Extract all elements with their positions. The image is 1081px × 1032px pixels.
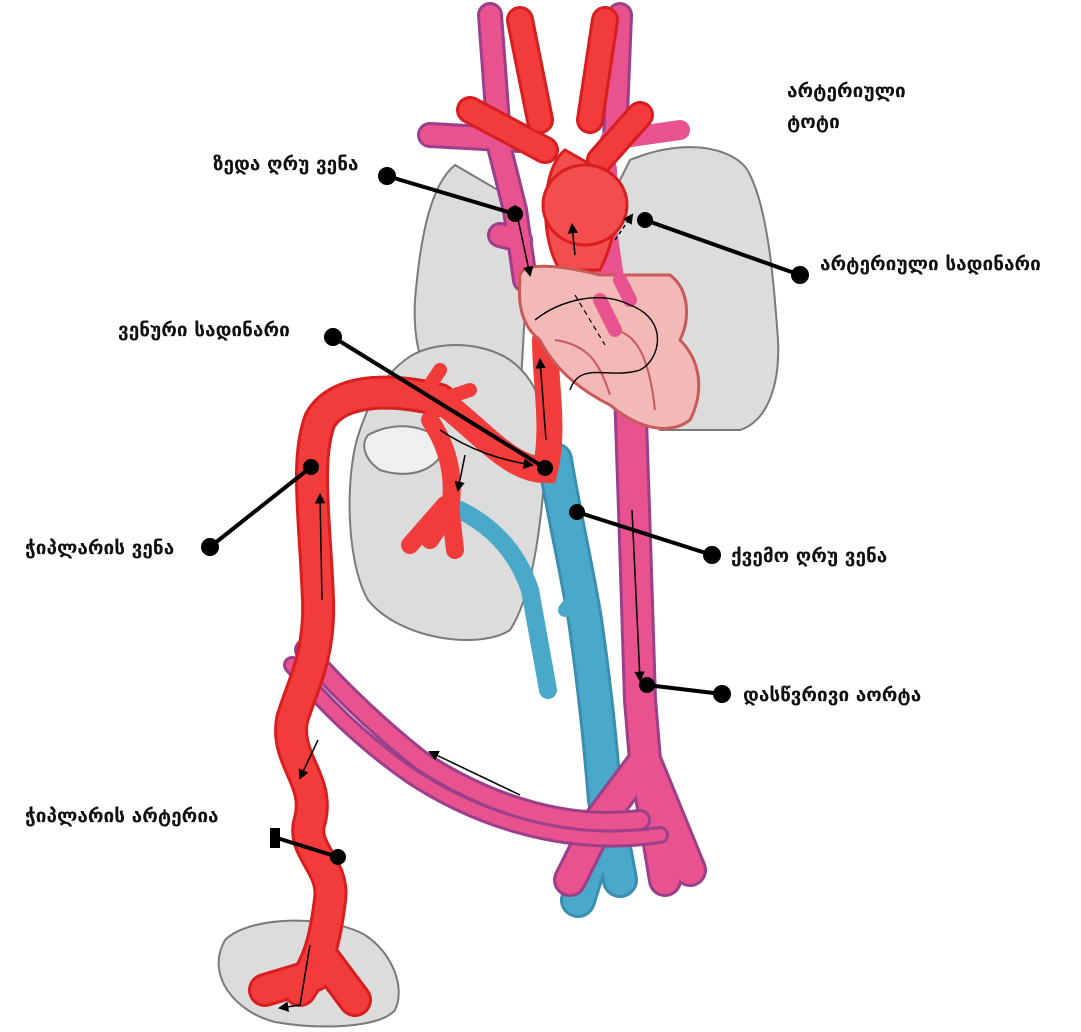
label-venous-atrium: ვენური სადინარი (118, 315, 290, 345)
label-descending-aorta: დასწვრივი აორტა (743, 680, 921, 710)
label-arterial-atrium: არტერიული სადინარი (820, 249, 1041, 279)
label-aortic-arch-line1: არტერიული (787, 76, 906, 106)
label-superior-vena-cava: ზედა ღრუ ვენა (213, 149, 359, 179)
label-umbilical-artery: ჭიპლარის არტერია (25, 801, 219, 831)
label-umbilical-vein: ჭიპლარის ვენა (25, 533, 174, 563)
label-aortic-arch-line2: ტოტი (787, 107, 840, 137)
label-inferior-vena-cava: ქვემო ღრუ ვენა (731, 541, 887, 571)
